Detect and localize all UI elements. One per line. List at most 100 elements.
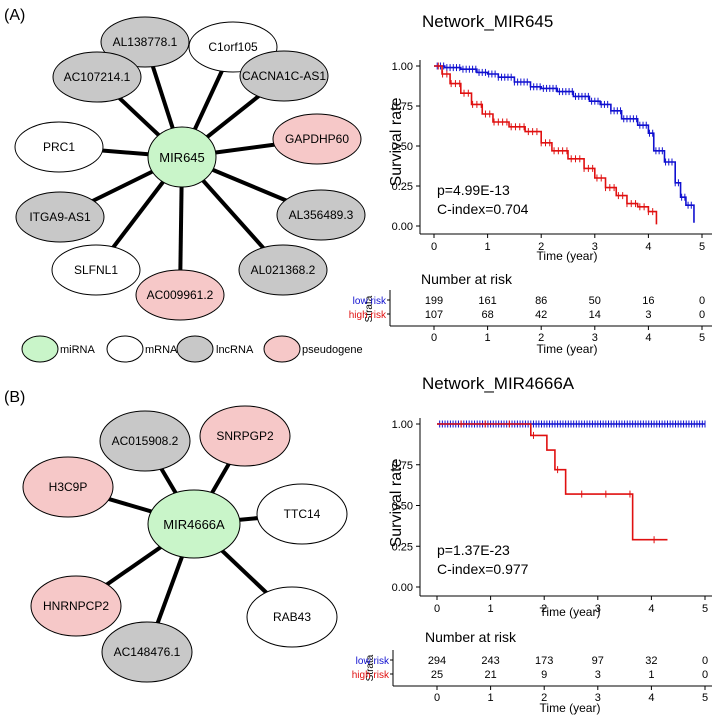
network-node: GAPDHP60: [272, 113, 362, 165]
node-label: PRC1: [43, 140, 75, 154]
network-node: CACNA1C-AS1: [239, 50, 329, 102]
y-tick-label: 0.00: [392, 221, 413, 233]
network-node: PRC1: [14, 121, 104, 173]
x-tick-label: 2: [538, 241, 544, 253]
node-ellipse: [100, 16, 190, 68]
risk-count: 1: [648, 669, 654, 681]
risk-count: 16: [642, 295, 654, 307]
network-node: TTC14: [256, 483, 348, 545]
network-node: AL138778.1: [100, 16, 190, 68]
km-b-ylabel: Survival rate: [388, 458, 405, 547]
node-ellipse: [30, 575, 122, 637]
node-label: AC107214.1: [64, 70, 131, 84]
y-tick-label: 0.00: [392, 582, 413, 594]
risk-x-tick-label: 1: [485, 332, 491, 344]
legend-label: lncRNA: [216, 344, 254, 356]
node-label: H3C9P: [49, 480, 88, 494]
x-tick-label: 1: [488, 603, 494, 615]
node-label: AC009961.2: [147, 288, 214, 302]
x-tick-label: 4: [645, 241, 651, 253]
y-tick-label: 0.75: [392, 101, 413, 113]
risk-count: 14: [589, 309, 601, 321]
node-label: ITGA9-AS1: [29, 210, 91, 224]
risk-x-tick-label: 3: [592, 332, 598, 344]
risk-count: 0: [699, 295, 705, 307]
risk-count: 294: [428, 655, 446, 667]
risk-count: 0: [702, 655, 708, 667]
km-a-ylabel: Survival rate: [388, 97, 405, 186]
node-ellipse: [135, 269, 225, 321]
node-label: SLFNL1: [74, 263, 118, 277]
network-node: AC009961.2: [135, 269, 225, 321]
hub-ellipse: [147, 126, 217, 188]
node-ellipse: [276, 189, 366, 241]
node-label: AL021368.2: [251, 263, 316, 277]
node-label: SNRPGP2: [216, 429, 274, 443]
x-tick-label: 3: [595, 603, 601, 615]
risk-b-strata: Strata: [365, 654, 376, 681]
km-b-cindex: C-index=0.977: [437, 561, 529, 577]
y-tick-label: 0.25: [392, 181, 413, 193]
legend-swatch: [176, 335, 214, 363]
hub-ellipse: [147, 489, 241, 559]
node-ellipse: [239, 50, 329, 102]
risk-a-title: Number at risk: [421, 271, 513, 287]
node-ellipse: [246, 586, 338, 648]
x-tick-label: 1: [485, 241, 491, 253]
risk-count: 68: [481, 309, 493, 321]
km-a-pvalue: p=4.99E-13: [437, 182, 510, 198]
legend-label: mRNA: [145, 344, 178, 356]
y-tick-label: 0.25: [392, 541, 413, 553]
node-ellipse: [14, 121, 104, 173]
x-tick-label: 4: [648, 603, 654, 615]
risk-count: 3: [645, 309, 651, 321]
node-ellipse: [238, 244, 328, 296]
y-tick-label: 0.50: [392, 141, 413, 153]
km-b-pvalue: p=1.37E-23: [437, 542, 510, 558]
node-ellipse: [51, 244, 141, 296]
risk-count: 97: [592, 655, 604, 667]
risk-row-label: low risk: [353, 296, 387, 307]
risk-count: 86: [535, 295, 547, 307]
x-tick-label: 5: [702, 603, 708, 615]
km-a-cindex: C-index=0.704: [437, 201, 529, 217]
risk-count: 161: [478, 295, 496, 307]
node-label: C1orf105: [208, 40, 258, 54]
risk-row-label: low risk: [356, 656, 390, 667]
risk-count: 3: [595, 669, 601, 681]
node-label: RAB43: [273, 610, 311, 624]
km-b-xlabel: Time (year): [540, 605, 601, 619]
x-tick-label: 0: [434, 603, 440, 615]
node-ellipse: [52, 51, 142, 103]
hub-label: MIR645: [159, 150, 205, 165]
legend-item: lncRNA: [176, 335, 254, 363]
legend-swatch: [106, 335, 144, 363]
risk-a-strata: Strata: [364, 295, 375, 322]
risk-row-label: high risk: [349, 310, 387, 321]
km-curve: [434, 65, 695, 223]
x-tick-label: 3: [592, 241, 598, 253]
node-ellipse: [22, 456, 114, 518]
node-label: AL138778.1: [113, 35, 178, 49]
risk-x-tick-label: 2: [538, 332, 544, 344]
legend-label: pseudogene: [302, 344, 363, 356]
node-ellipse: [101, 621, 193, 683]
risk-count: 42: [535, 309, 547, 321]
node-label: CACNA1C-AS1: [242, 69, 326, 83]
risk-x-tick-label: 4: [645, 332, 651, 344]
network-node: SNRPGP2: [199, 405, 291, 467]
legend-item: pseudogene: [263, 335, 363, 363]
km-a-title: Network_MIR645: [422, 12, 553, 31]
risk-count: 25: [431, 669, 443, 681]
risk-x-tick-label: 0: [431, 332, 437, 344]
legend-item: miRNA: [21, 335, 95, 363]
network-node: ITGA9-AS1: [15, 191, 105, 243]
network-node: SLFNL1: [51, 244, 141, 296]
node-ellipse: [99, 410, 191, 472]
